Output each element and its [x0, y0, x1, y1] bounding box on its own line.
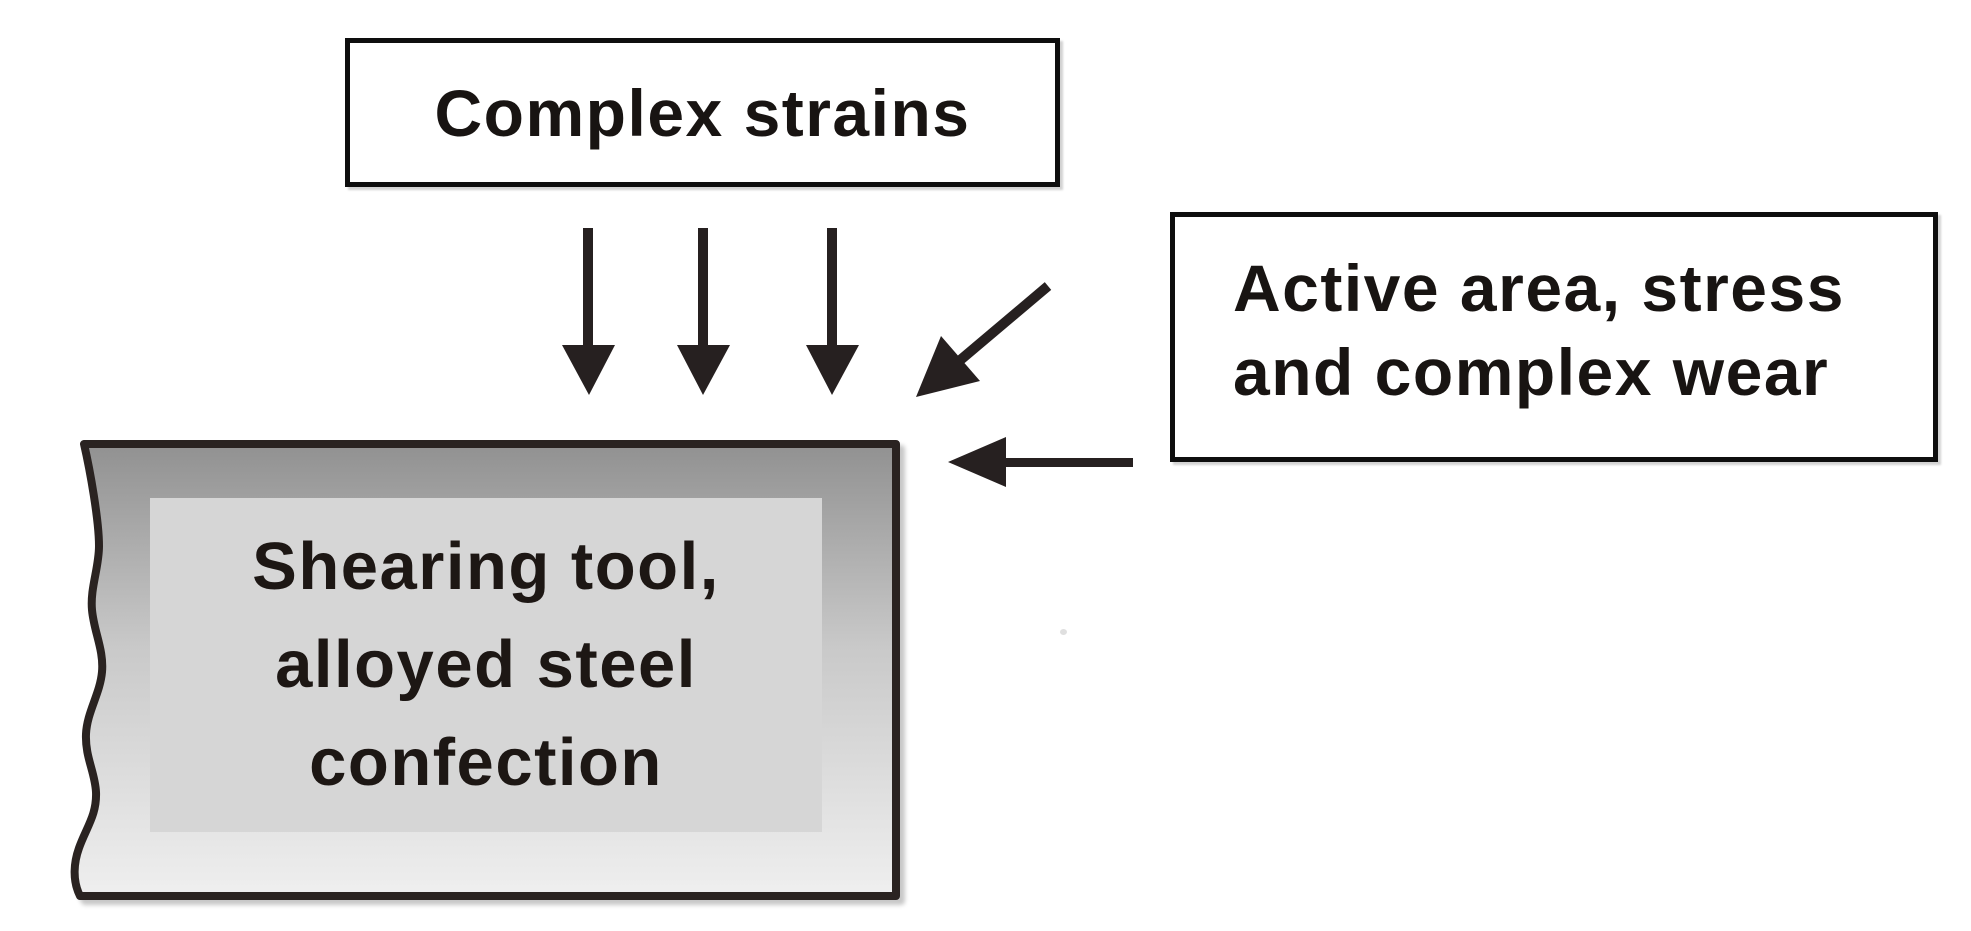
- complex-strains-box: Complex strains: [345, 38, 1060, 187]
- active-area-diagonal-arrow-icon: [916, 282, 1052, 397]
- complex-strains-label: Complex strains: [434, 75, 971, 150]
- tool-inner-panel: [150, 498, 822, 832]
- gray-speck-artifact: [1060, 629, 1067, 635]
- tool-label-line2: alloyed steel: [275, 627, 697, 702]
- active-area-label-line1: Active area, stress: [1233, 251, 1845, 325]
- tool-label-line1: Shearing tool,: [252, 529, 720, 604]
- active-area-box: Active area, stress and complex wear: [1170, 212, 1938, 462]
- strain-down-arrow-2-icon: [677, 228, 730, 395]
- active-area-horizontal-arrow-icon: [948, 437, 1133, 487]
- shearing-tool-label: Shearing tool, alloyed steel confection: [150, 498, 822, 832]
- active-area-label-line2: and complex wear: [1233, 335, 1830, 409]
- strain-down-arrow-1-icon: [562, 228, 615, 395]
- tool-label-line3: confection: [309, 725, 663, 800]
- strain-down-arrow-3-icon: [806, 228, 859, 395]
